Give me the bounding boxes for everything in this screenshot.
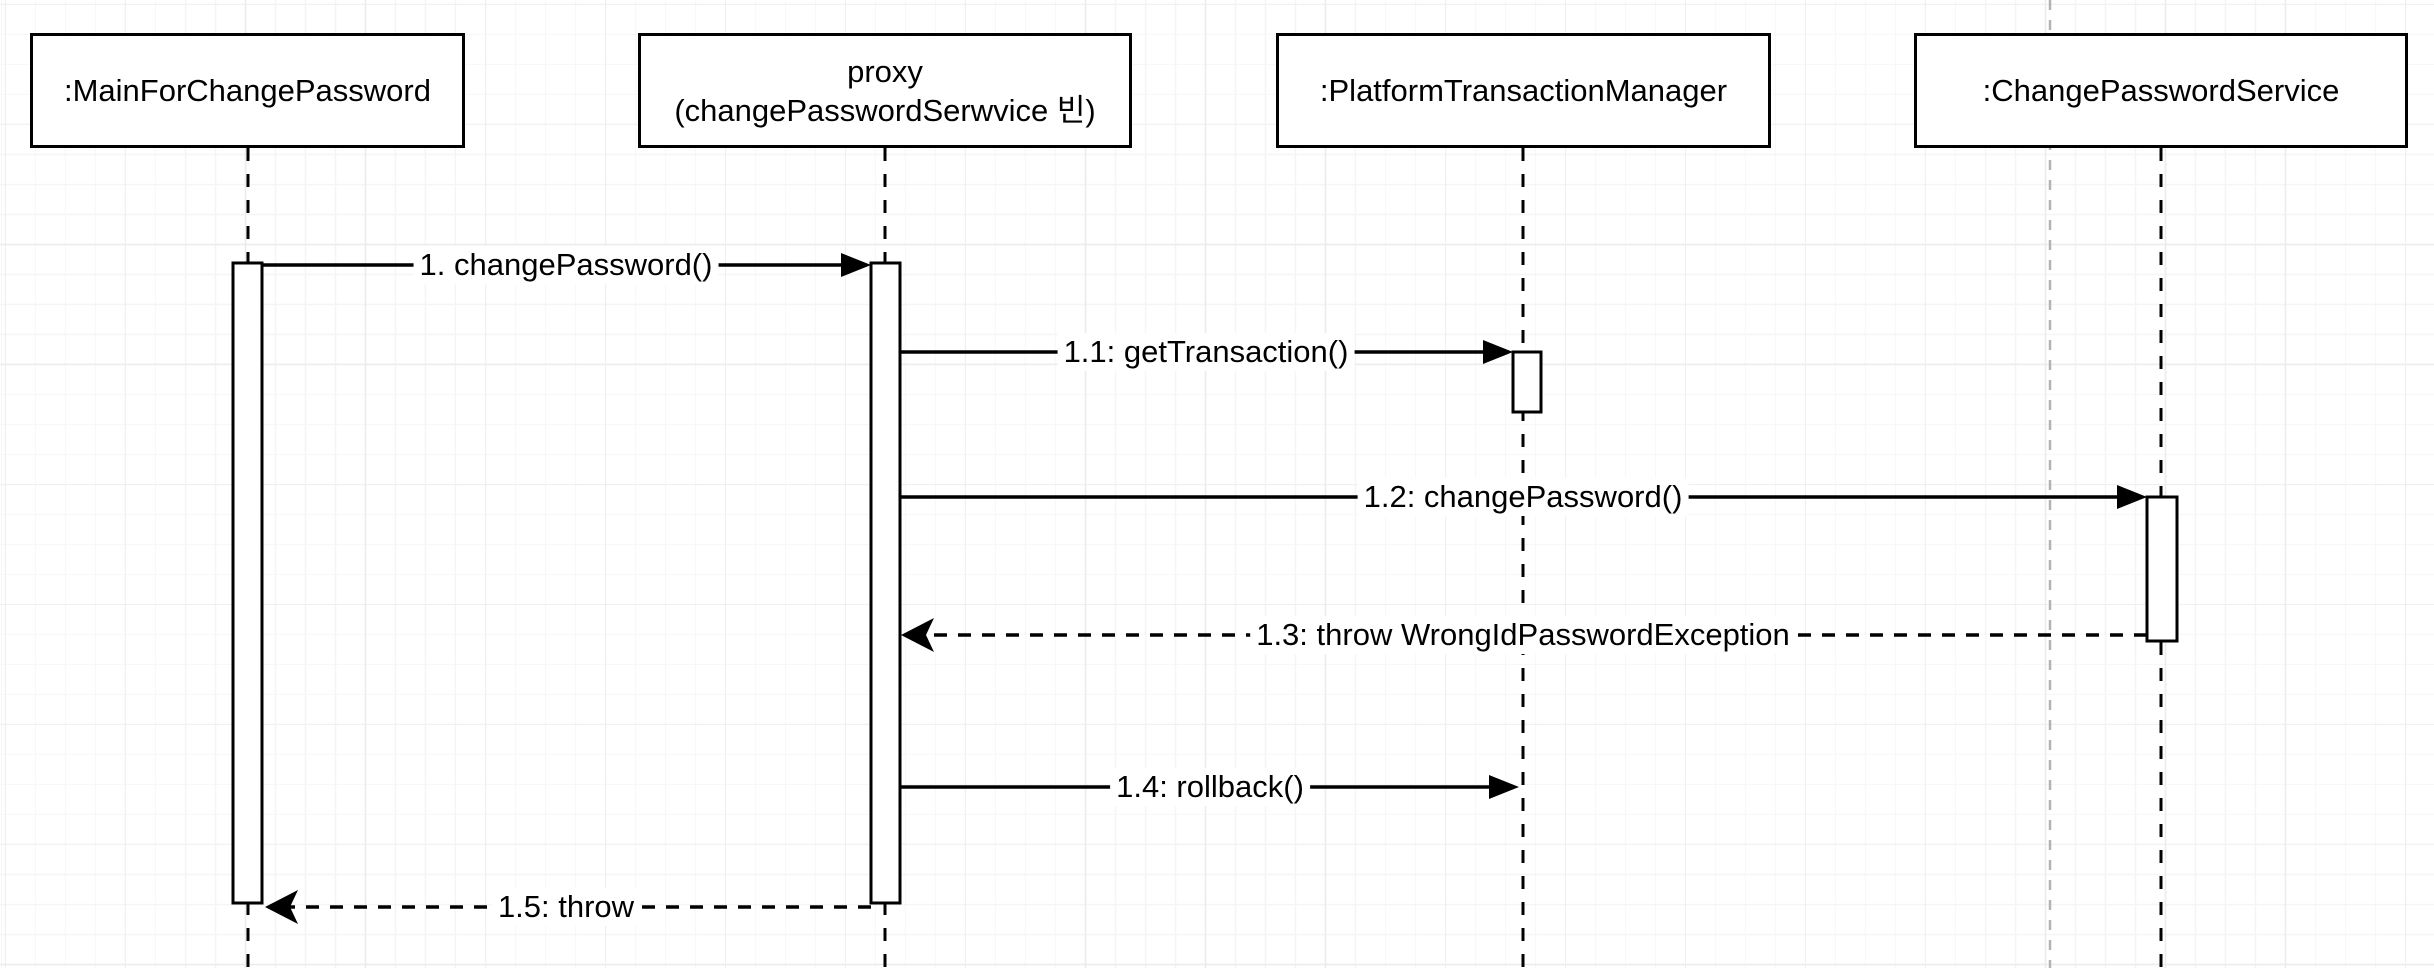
- message-1-4-arrowhead: [1489, 775, 1519, 799]
- message-1-5-label[interactable]: 1.5: throw: [491, 888, 641, 926]
- message-1-2-label[interactable]: 1.2: changePassword(): [1357, 478, 1689, 516]
- message-1-2-arrowhead: [2117, 485, 2147, 509]
- message-1-4-label[interactable]: 1.4: rollback(): [1110, 768, 1310, 806]
- activation-main[interactable]: [231, 261, 264, 905]
- activation-proxy[interactable]: [869, 261, 902, 905]
- message-1-label[interactable]: 1. changePassword(): [413, 246, 719, 284]
- message-1-3-arrowhead: [901, 618, 934, 652]
- actor-box-main[interactable]: :MainForChangePassword: [30, 33, 465, 148]
- actor-box-proxy[interactable]: proxy (changePasswordSerwvice 빈): [638, 33, 1132, 148]
- actor-box-ptm[interactable]: :PlatformTransactionManager: [1276, 33, 1771, 148]
- message-1-1-label[interactable]: 1.1: getTransaction(): [1057, 333, 1355, 371]
- message-1-arrowhead: [841, 253, 871, 277]
- actor-box-cps[interactable]: :ChangePasswordService: [1914, 33, 2408, 148]
- activation-cps[interactable]: [2145, 495, 2179, 643]
- activation-ptm[interactable]: [1511, 350, 1543, 414]
- message-1-5-arrowhead: [265, 890, 298, 924]
- message-1-1-arrowhead: [1483, 340, 1513, 364]
- message-1-3-label[interactable]: 1.3: throw WrongIdPasswordException: [1250, 616, 1796, 654]
